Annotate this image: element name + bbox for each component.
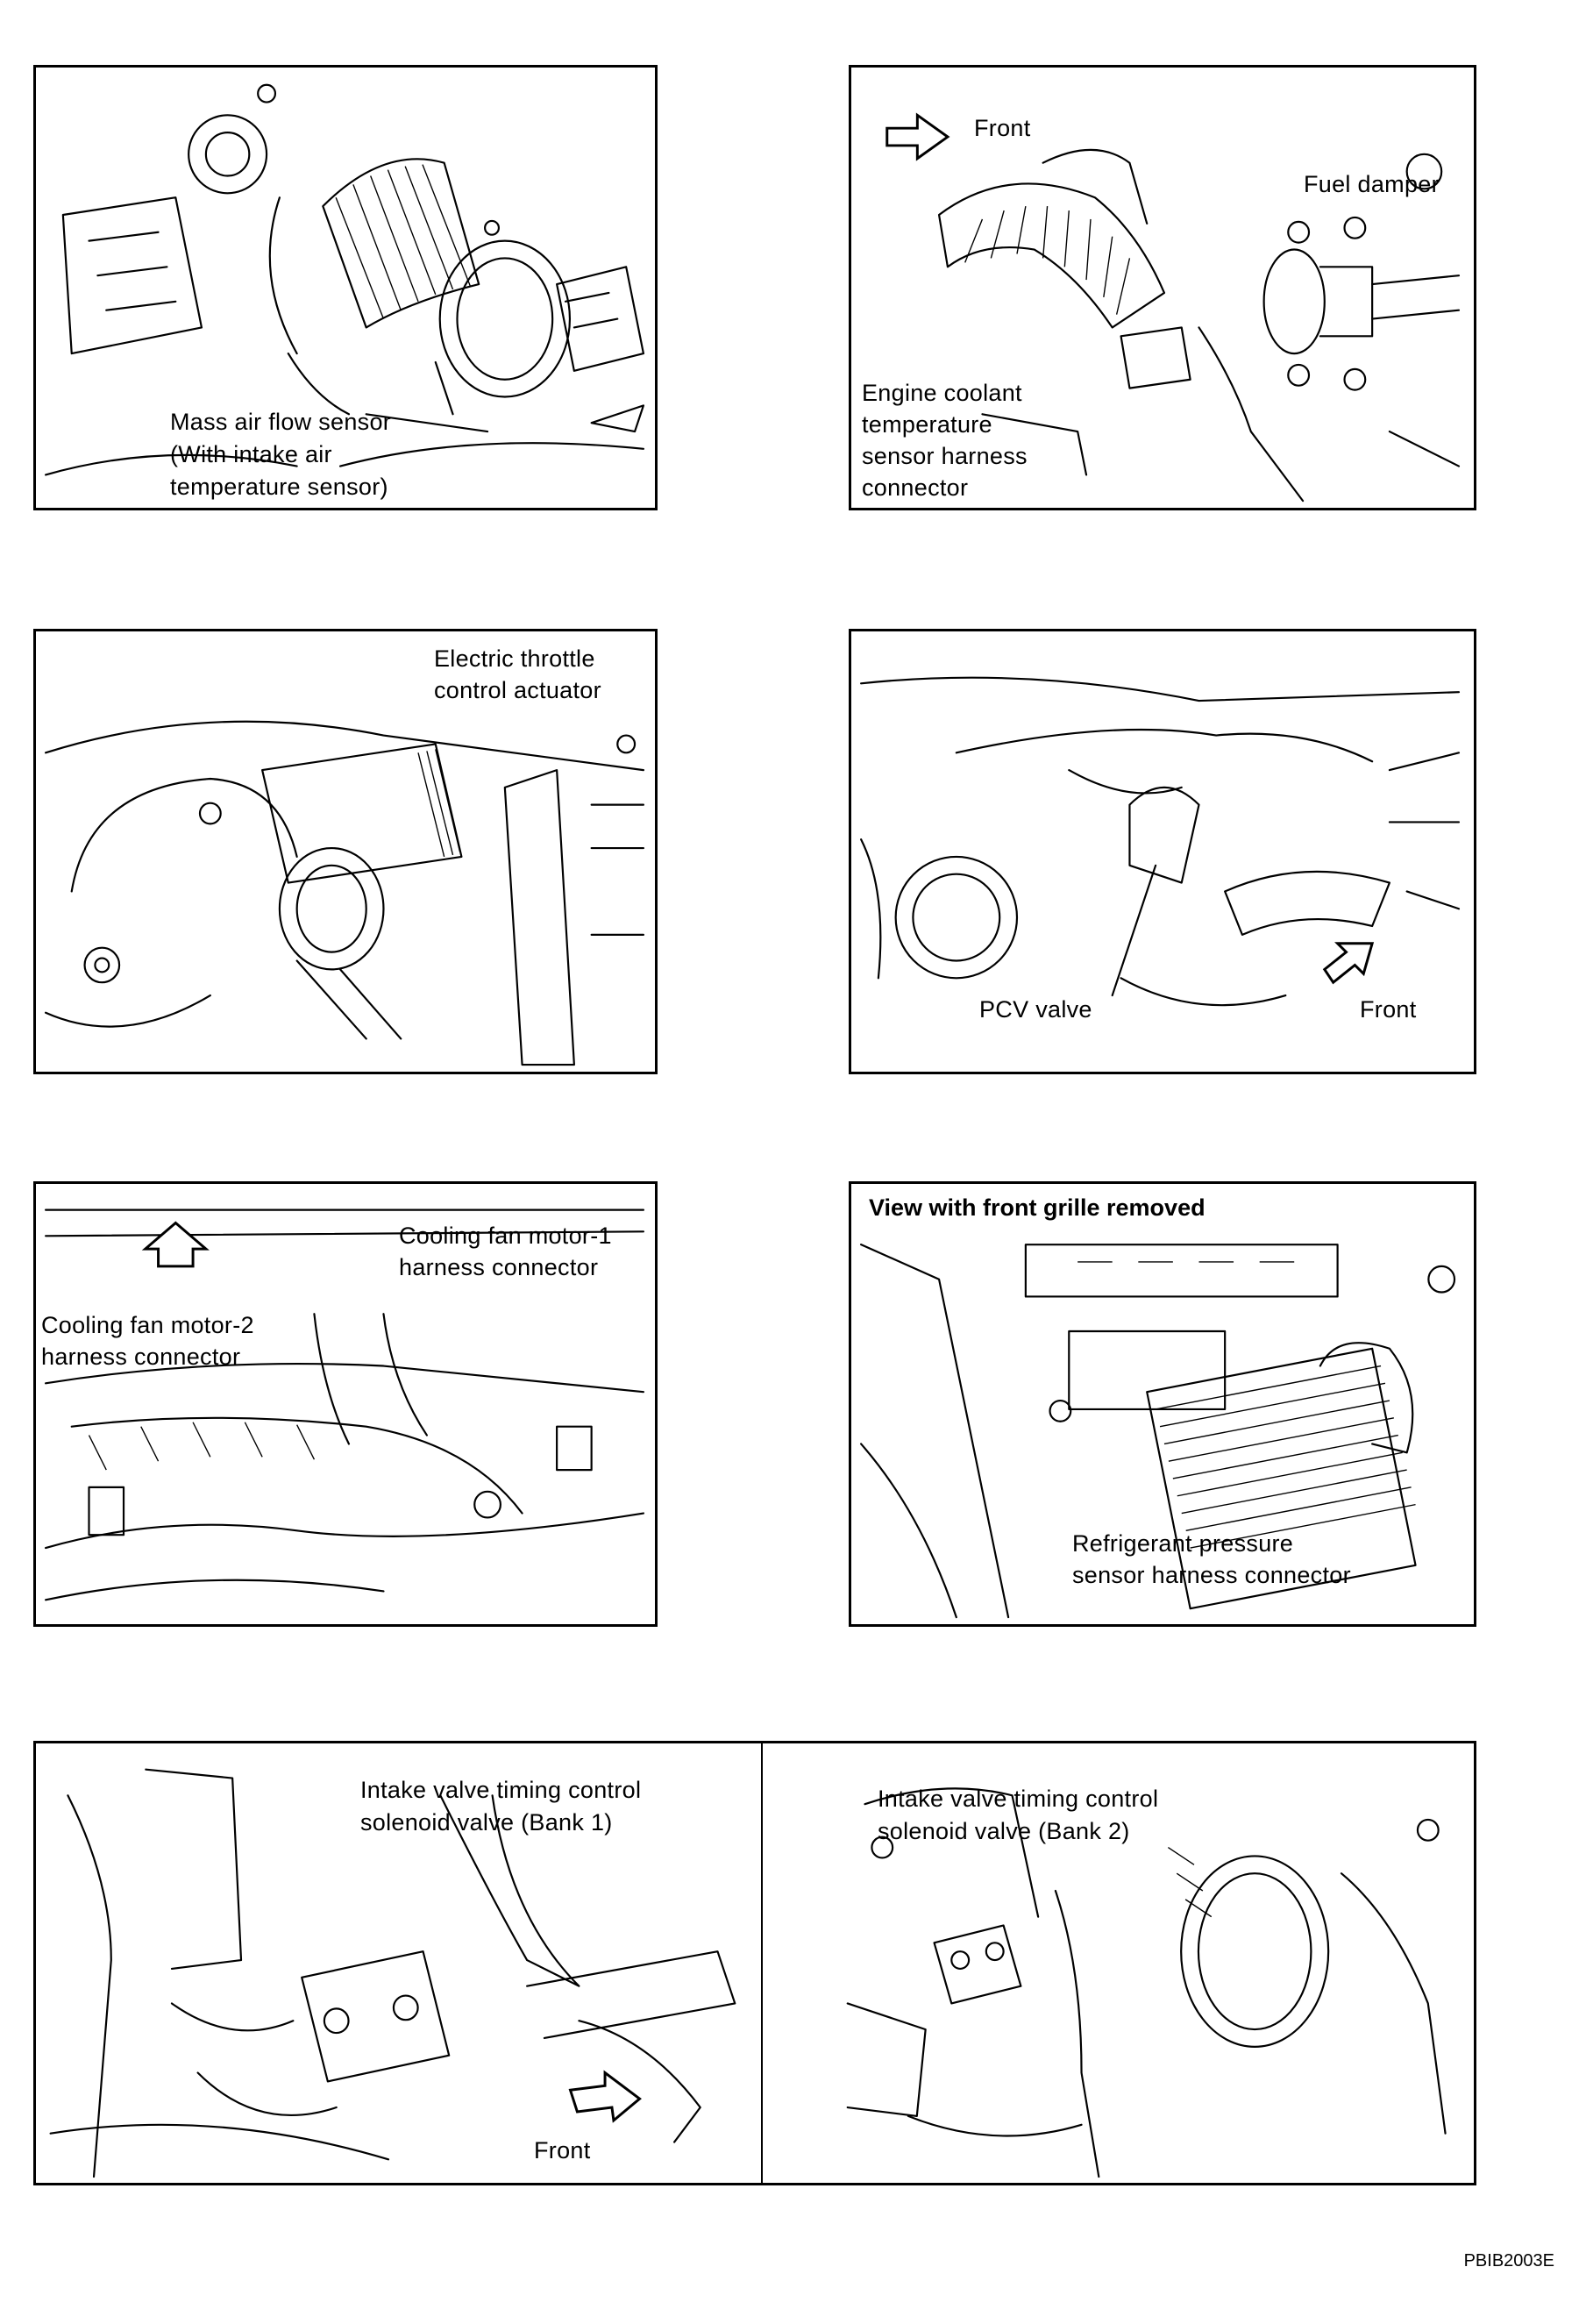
refrigerant-sensor-label-line-1: Refrigerant pressure	[1072, 1530, 1294, 1557]
bank-1-label-line-2: solenoid valve (Bank 1)	[360, 1809, 613, 1836]
front-label: Front	[1360, 996, 1417, 1023]
panel-cooling-fan-motor-connectors: Cooling fan motor-1 harness connector Co…	[33, 1181, 658, 1627]
refrigerant-engine-illustration	[860, 1244, 1456, 1619]
fan-engine-illustration	[44, 1208, 645, 1601]
throttle-label-line-2: control actuator	[434, 677, 601, 703]
pcv-engine-illustration	[860, 676, 1461, 1007]
maf-engine-illustration	[44, 83, 645, 476]
throttle-engine-illustration	[44, 720, 645, 1066]
fan-motor-2-label-line-2: harness connector	[41, 1344, 241, 1370]
maf-sensor-label-line-3: temperature sensor)	[170, 474, 388, 500]
bank-2-label-line-1: Intake valve timing control	[878, 1786, 1159, 1812]
throttle-label-line-1: Electric throttle	[434, 645, 595, 672]
front-arrow-icon	[141, 1221, 210, 1268]
bank-1-label-line-1: Intake valve timing control	[360, 1777, 642, 1803]
pcv-valve-label: PCV valve	[979, 996, 1092, 1023]
front-arrow-icon	[568, 2070, 642, 2123]
front-arrow-icon	[885, 112, 950, 161]
ivt-engine-illustration	[49, 1768, 1447, 2178]
panel-mass-air-flow-sensor: Mass air flow sensor (With intake air te…	[33, 65, 658, 510]
bank-2-label-line-2: solenoid valve (Bank 2)	[878, 1818, 1130, 1844]
fuel-damper-label: Fuel damper	[1304, 171, 1440, 197]
figure-code: PBIB2003E	[1463, 2251, 1554, 2271]
coolant-sensor-label-line-4: connector	[862, 474, 969, 501]
front-label: Front	[534, 2137, 591, 2164]
panel-refrigerant-pressure-sensor: View with front grille removed Refrigera…	[849, 1181, 1476, 1627]
coolant-sensor-label-line-3: sensor harness	[862, 443, 1028, 469]
panel-pcv-valve: PCV valve Front	[849, 629, 1476, 1074]
refrigerant-sensor-label-line-2: sensor harness connector	[1072, 1562, 1351, 1588]
panel-divider	[761, 1743, 763, 2183]
fan-motor-1-label-line-1: Cooling fan motor-1	[399, 1223, 612, 1249]
panel-intake-valve-timing-control-solenoid: Intake valve timing control solenoid val…	[33, 1741, 1476, 2185]
front-arrow-icon	[1322, 942, 1375, 985]
coolant-sensor-label-line-1: Engine coolant	[862, 380, 1022, 406]
front-label: Front	[974, 115, 1031, 141]
panel-engine-coolant-temperature-sensor: Front Fuel damper Engine coolant tempera…	[849, 65, 1476, 510]
view-header: View with front grille removed	[869, 1194, 1206, 1221]
maf-sensor-label-line-1: Mass air flow sensor	[170, 409, 392, 435]
coolant-engine-illustration	[885, 112, 1461, 503]
maf-sensor-label-line-2: (With intake air	[170, 441, 332, 467]
panel-electric-throttle-control-actuator: Electric throttle control actuator	[33, 629, 658, 1074]
coolant-sensor-label-line-2: temperature	[862, 411, 992, 438]
fan-motor-2-label-line-1: Cooling fan motor-2	[41, 1312, 254, 1338]
fan-motor-1-label-line-2: harness connector	[399, 1254, 599, 1280]
